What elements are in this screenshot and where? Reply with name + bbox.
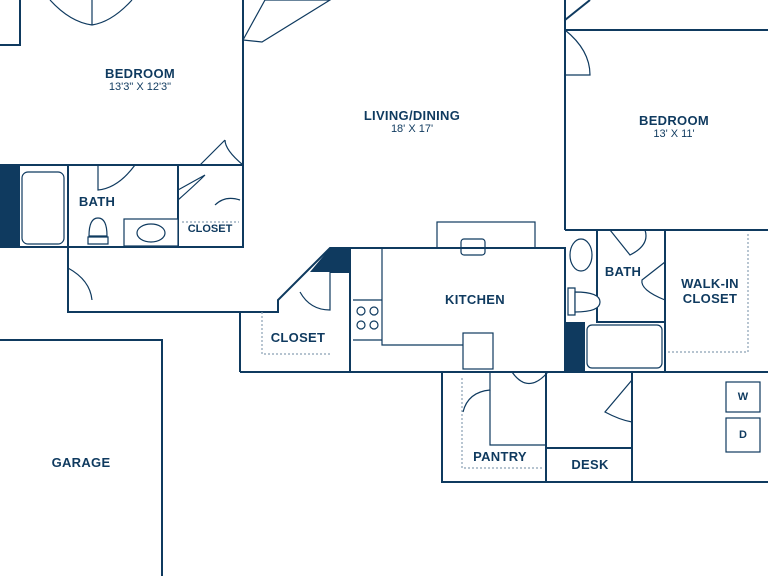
hall-closet-walls [239, 248, 351, 372]
closet-label: CLOSET [270, 330, 326, 345]
living-dining-name: LIVING/DINING [363, 108, 461, 123]
bedroom-right-dims: 13' X 11' [653, 128, 695, 140]
dryer-label: D [739, 429, 747, 441]
closet-small-label: CLOSET [187, 223, 233, 235]
bedroom-left-dims: 13'3" X 12'3" [108, 81, 172, 93]
bath-left-walls [0, 139, 244, 248]
bedroom-right-label: BEDROOM 13' X 11' [624, 113, 724, 140]
bedroom-right-name: BEDROOM [639, 113, 709, 128]
desk-label: DESK [571, 457, 609, 472]
walk-in-line1: WALK-IN [681, 276, 739, 291]
pantry-desk-walls [441, 371, 768, 483]
garage-label: GARAGE [51, 455, 111, 470]
walk-in-closet-label: WALK-IN CLOSET [672, 276, 748, 306]
bedroom-left-name: BEDROOM [105, 66, 175, 81]
kitchen-label: KITCHEN [445, 292, 505, 307]
bedroom-right-walls [565, 229, 768, 372]
bedroom-left-label: BEDROOM 13'3" X 12'3" [90, 66, 190, 93]
living-dining-dims: 18' X 17' [390, 123, 434, 135]
living-walls [564, 0, 768, 230]
pantry-label: PANTRY [473, 449, 527, 464]
living-dining-label: LIVING/DINING 18' X 17' [352, 108, 472, 135]
walk-in-line2: CLOSET [682, 291, 738, 306]
bath-left-label: BATH [78, 194, 116, 209]
bath-right-label: BATH [604, 264, 642, 279]
washer-label: W [737, 391, 749, 403]
kitchen-walls [240, 221, 768, 373]
